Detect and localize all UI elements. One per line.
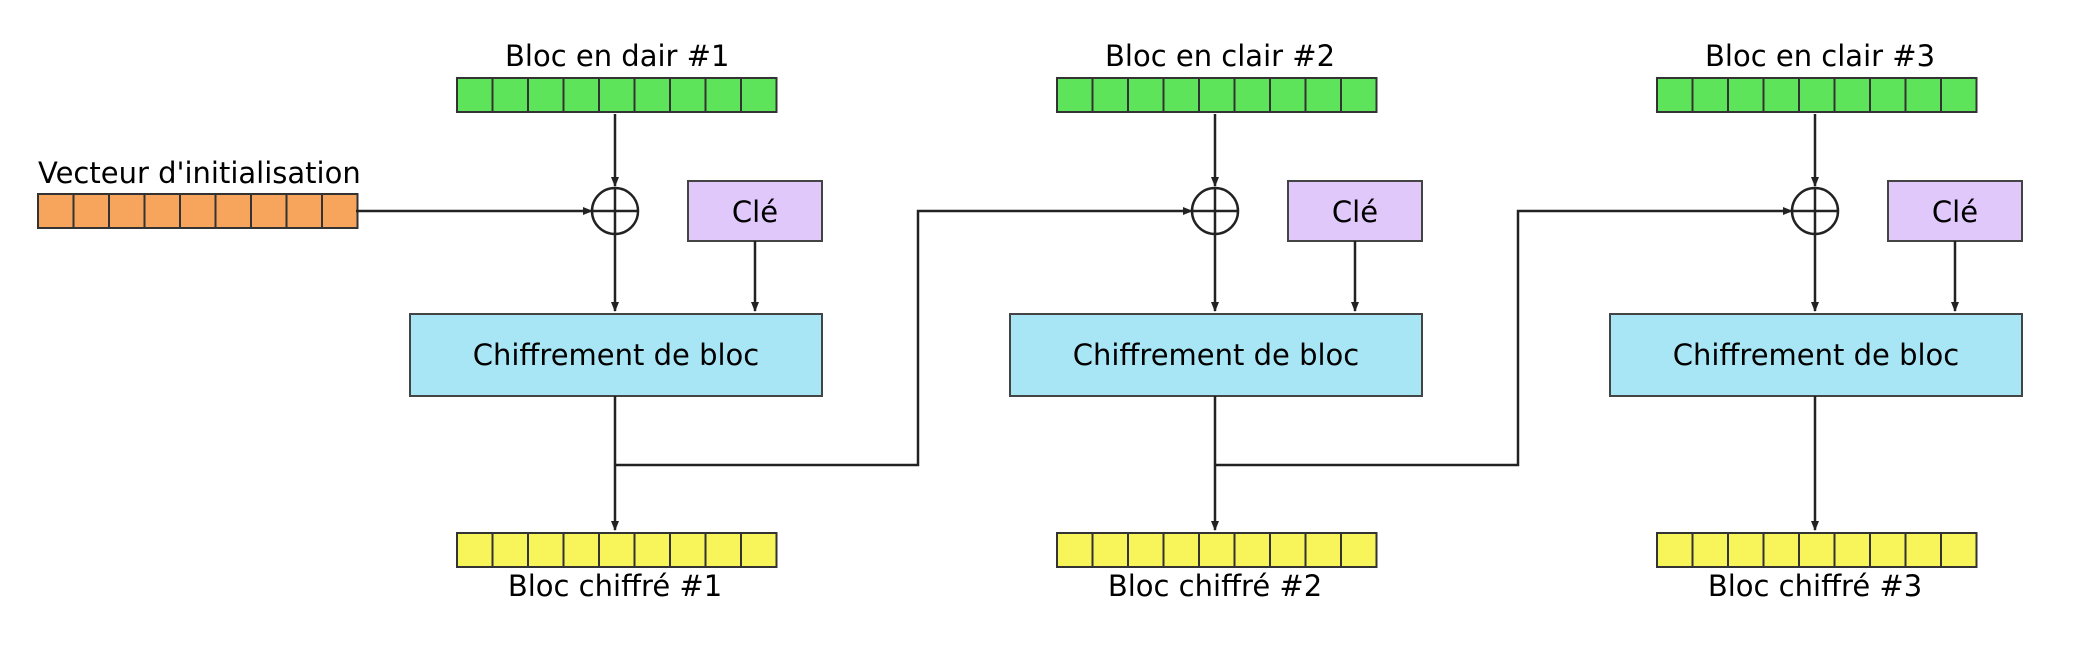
key-label-1: Clé — [732, 195, 778, 229]
plaintext-cell — [1340, 77, 1378, 113]
stage-3: Bloc en clair #3 Clé Chiffrement de bloc… — [1609, 39, 2023, 603]
ciphertext-cell — [1127, 532, 1165, 568]
key-box-2 — [1287, 180, 1423, 242]
block-cipher-label-3: Chiffrement de bloc — [1673, 338, 1959, 372]
ciphertext-cell — [633, 532, 671, 568]
ciphertext-cell — [1269, 532, 1307, 568]
ciphertext-cell — [456, 532, 494, 568]
ciphertext-cell — [1056, 532, 1094, 568]
ciphertext-cell — [1904, 532, 1942, 568]
plaintext-cell — [1233, 77, 1271, 113]
ciphertext-cell — [1940, 532, 1978, 568]
iv-cell — [108, 193, 146, 229]
plaintext-cell — [1940, 77, 1978, 113]
iv-cell — [214, 193, 252, 229]
ciphertext-cell — [1727, 532, 1765, 568]
ciphertext-cell — [1233, 532, 1271, 568]
ciphertext-cell — [562, 532, 600, 568]
iv-cell — [321, 193, 359, 229]
ciphertext-cell — [1691, 532, 1729, 568]
ciphertext-cell — [1340, 532, 1378, 568]
ciphertext-cell — [1656, 532, 1694, 568]
plaintext-cell — [1691, 77, 1729, 113]
plaintext-cell — [527, 77, 565, 113]
cipher-block-1 — [456, 532, 778, 568]
ciphertext-cell — [1198, 532, 1236, 568]
plaintext-cell — [1762, 77, 1800, 113]
xor-icon — [590, 186, 640, 236]
ciphertext-cell — [1762, 532, 1800, 568]
ciphertext-cell — [1304, 532, 1342, 568]
ciphertext-cell — [740, 532, 778, 568]
plaintext-cell — [1127, 77, 1165, 113]
plaintext-cell — [1056, 77, 1094, 113]
cipher-label-1: Bloc chiffré #1 — [508, 569, 722, 603]
plaintext-cell — [456, 77, 494, 113]
plaintext-cell — [704, 77, 742, 113]
ciphertext-cell — [669, 532, 707, 568]
xor-icon — [1790, 186, 1840, 236]
feedback-wire-1-to-2 — [615, 207, 1193, 467]
ciphertext-cell — [1162, 532, 1200, 568]
ciphertext-cell — [1869, 532, 1907, 568]
plain-block-2 — [1056, 77, 1378, 113]
plaintext-cell — [633, 77, 671, 113]
plaintext-cell — [598, 77, 636, 113]
ciphertext-cell — [1798, 532, 1836, 568]
iv-cell — [37, 193, 75, 229]
stage-1: Bloc en dair #1 Clé Chiffrement de bloc … — [409, 39, 823, 603]
plaintext-cell — [1727, 77, 1765, 113]
iv-cell — [285, 193, 323, 229]
ciphertext-cell — [1091, 532, 1129, 568]
iv-cell — [72, 193, 110, 229]
plaintext-cell — [1869, 77, 1907, 113]
plain-label-1: Bloc en dair #1 — [505, 39, 729, 73]
iv-block — [37, 193, 359, 229]
block-cipher-label-2: Chiffrement de bloc — [1073, 338, 1359, 372]
plaintext-cell — [491, 77, 529, 113]
xor-icon — [1190, 186, 1240, 236]
plaintext-cell — [1091, 77, 1129, 113]
iv-label: Vecteur d'initialisation — [38, 156, 361, 190]
feedback-wire-2-to-3 — [1215, 207, 1793, 467]
plain-block-1 — [456, 77, 778, 113]
plaintext-cell — [669, 77, 707, 113]
plaintext-cell — [562, 77, 600, 113]
plain-label-3: Bloc en clair #3 — [1705, 39, 1935, 73]
iv-cell — [143, 193, 181, 229]
ciphertext-cell — [598, 532, 636, 568]
cipher-label-2: Bloc chiffré #2 — [1108, 569, 1322, 603]
plaintext-cell — [1198, 77, 1236, 113]
plaintext-cell — [1833, 77, 1871, 113]
cipher-block-3 — [1656, 532, 1978, 568]
ciphertext-cell — [1833, 532, 1871, 568]
iv-cell — [250, 193, 288, 229]
ciphertext-cell — [491, 532, 529, 568]
key-label-2: Clé — [1332, 195, 1378, 229]
plaintext-cell — [1798, 77, 1836, 113]
plaintext-cell — [1162, 77, 1200, 113]
cipher-block-2 — [1056, 532, 1378, 568]
block-cipher-box-2 — [1009, 313, 1423, 397]
plaintext-cell — [1304, 77, 1342, 113]
stage-2: Bloc en clair #2 Clé Chiffrement de bloc… — [1009, 39, 1423, 603]
plain-block-3 — [1656, 77, 1978, 113]
iv-cell — [179, 193, 217, 229]
cipher-label-3: Bloc chiffré #3 — [1708, 569, 1922, 603]
plaintext-cell — [740, 77, 778, 113]
ciphertext-cell — [704, 532, 742, 568]
block-cipher-label-1: Chiffrement de bloc — [473, 338, 759, 372]
key-label-3: Clé — [1932, 195, 1978, 229]
plaintext-cell — [1904, 77, 1942, 113]
block-cipher-box-3 — [1609, 313, 2023, 397]
plain-label-2: Bloc en clair #2 — [1105, 39, 1335, 73]
key-box-3 — [1887, 180, 2023, 242]
plaintext-cell — [1269, 77, 1307, 113]
plaintext-cell — [1656, 77, 1694, 113]
ciphertext-cell — [527, 532, 565, 568]
